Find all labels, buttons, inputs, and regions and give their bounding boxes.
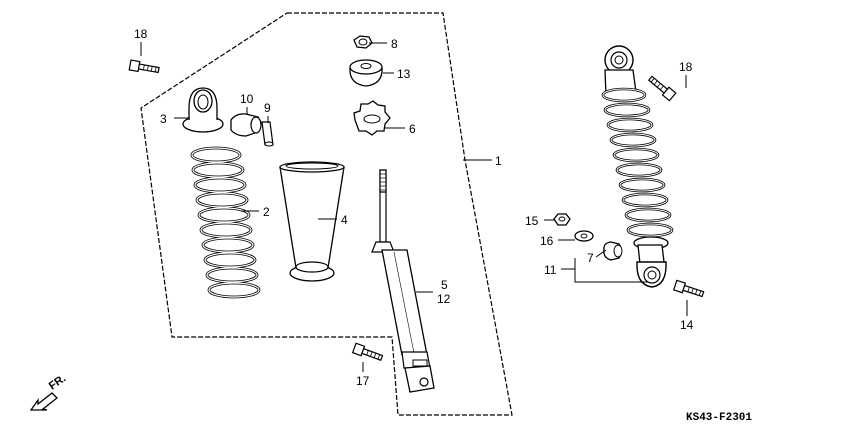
callout-2: 2 [263, 205, 270, 219]
bolt-18-right [646, 73, 677, 102]
callout-14: 14 [680, 318, 694, 332]
shock-absorber-assembly [601, 45, 674, 288]
callout-13: 13 [397, 67, 411, 81]
bump-rubber-13 [349, 59, 383, 87]
front-direction-label: FR. [47, 372, 68, 392]
nut-8 [353, 35, 373, 49]
callout-1: 1 [495, 154, 502, 168]
bolt-14 [673, 279, 706, 300]
nut-15 [553, 213, 571, 226]
bolt-17 [352, 342, 384, 364]
callout-16: 16 [540, 234, 554, 248]
callout-9: 9 [264, 101, 271, 115]
callout-5: 5 [441, 278, 448, 292]
bushing-7 [603, 241, 623, 261]
bushing-10 [230, 113, 262, 137]
bolt-18-left [128, 59, 161, 76]
callout-12: 12 [437, 292, 451, 306]
callout-7: 7 [587, 251, 594, 265]
washer-16 [574, 230, 594, 242]
front-direction-arrow-icon [29, 392, 58, 411]
leader-lines [140, 42, 688, 372]
callout-4: 4 [341, 213, 348, 227]
stopper-plate-6 [353, 100, 391, 136]
dust-boot-4 [279, 161, 345, 282]
drawing-code: KS43-F2301 [686, 412, 752, 424]
callout-18-right: 18 [679, 60, 693, 74]
callout-10: 10 [240, 92, 254, 106]
callout-11: 11 [544, 263, 557, 277]
assembly-boundary [140, 12, 513, 416]
callout-8: 8 [391, 37, 398, 51]
callout-3: 3 [160, 112, 167, 126]
callout-17: 17 [356, 374, 370, 388]
callout-15: 15 [525, 214, 539, 228]
spring-seat-3 [182, 87, 224, 133]
callout-18-left: 18 [134, 27, 148, 41]
damper-5-12 [371, 169, 435, 393]
callout-6: 6 [409, 122, 416, 136]
collar-9 [261, 121, 274, 147]
